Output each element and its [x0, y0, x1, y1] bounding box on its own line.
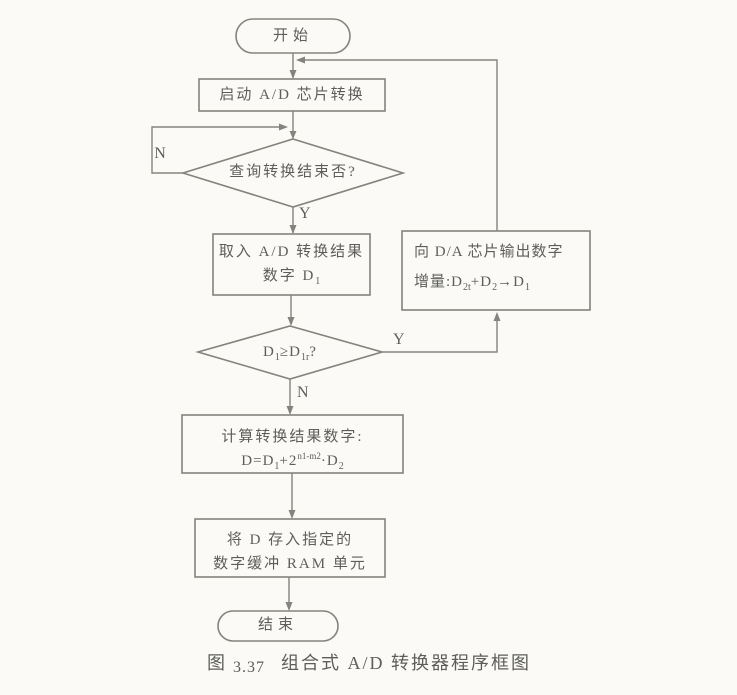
da-output-formula-text-3: →D — [497, 274, 525, 290]
read-result-line2-text: 数字 D — [262, 268, 316, 284]
da-output-line1: 向 D/A 芯片输出数字 — [414, 244, 564, 260]
da-output-line2: 增量:D2t+D2→D1 — [414, 274, 584, 293]
arrowhead-into-step2 — [289, 225, 297, 234]
connector-feedback-loop — [298, 59, 498, 231]
da-output-formula-sub-3: 1 — [524, 282, 530, 293]
compare-text-1: D — [263, 344, 275, 360]
da-output-formula-text-1: 增量:D — [414, 274, 464, 290]
compute-line1: 计算转换结果数字: — [221, 429, 364, 445]
da-output-box — [401, 230, 591, 311]
compute-formula-text-1: D=D — [241, 453, 275, 469]
arrowhead-into-da-box — [493, 312, 501, 321]
store-line2: 数字缓冲 RAM 单元 — [213, 556, 367, 572]
read-result-line1: 取入 A/D 转换结果 — [218, 244, 365, 260]
store-box — [194, 518, 386, 578]
branch-yes-label-1: Y — [299, 205, 311, 222]
branch-no-label-2: N — [297, 384, 309, 401]
branch-yes-label-2: Y — [393, 331, 405, 348]
store-line1: 将 D 存入指定的 — [226, 532, 354, 548]
connector-yes-to-da-box — [382, 314, 498, 353]
arrowhead-into-decision2 — [287, 317, 295, 326]
compute-formula-sub-1: 1 — [274, 461, 280, 472]
da-output-formula-sub-2: 2 — [492, 282, 498, 293]
start-conversion-label: 启动 A/D 芯片转换 — [219, 87, 365, 103]
arrowhead-into-store — [288, 510, 296, 519]
arrowhead-into-end — [285, 602, 293, 611]
compare-sub-2: 1r — [300, 352, 310, 363]
read-result-line2: 数字 D1 — [213, 268, 370, 287]
figure-caption-prefix: 图 — [207, 653, 227, 673]
da-output-formula-text-2: +D — [470, 274, 493, 290]
compare-sub-1: 1 — [274, 352, 280, 363]
compute-formula-text-3: ·D — [320, 453, 339, 469]
arrowhead-feedback-into-mainline — [296, 56, 305, 64]
da-output-formula-sub-1: 2t — [463, 282, 471, 293]
start-conversion-box — [198, 78, 386, 112]
arrowhead-into-decision1 — [289, 131, 297, 139]
connector-no-loop — [151, 126, 286, 174]
start-label: 开始 — [272, 28, 313, 44]
arrowhead-no-loop-into-mainline — [279, 123, 288, 131]
branch-no-label-1: N — [154, 145, 166, 162]
compute-formula-exponent: n1-m2 — [297, 451, 321, 461]
figure-caption: 图 3.37 组合式 A/D 转换器程序框图 — [139, 654, 599, 676]
compare-decision-label: D1≥D1r? — [198, 344, 382, 363]
compute-line2: D=D1+2n1-m2·D2 — [182, 451, 403, 472]
compare-text-2: ≥D — [279, 344, 301, 360]
read-result-line2-sub: 1 — [315, 276, 321, 287]
figure-caption-title: 组合式 A/D 转换器程序框图 — [281, 653, 531, 673]
arrowhead-into-compute — [286, 406, 294, 415]
end-label: 结束 — [257, 617, 298, 633]
figure-caption-number: 3.37 — [233, 659, 265, 676]
compare-text-3: ? — [309, 344, 317, 360]
end-terminal-shape — [217, 610, 339, 642]
compute-formula-text-2: +2 — [279, 453, 298, 469]
poll-decision-label: 查询转换结束否? — [229, 164, 357, 180]
arrowhead-into-step1 — [289, 70, 297, 79]
compute-formula-sub-2: 2 — [338, 461, 344, 472]
